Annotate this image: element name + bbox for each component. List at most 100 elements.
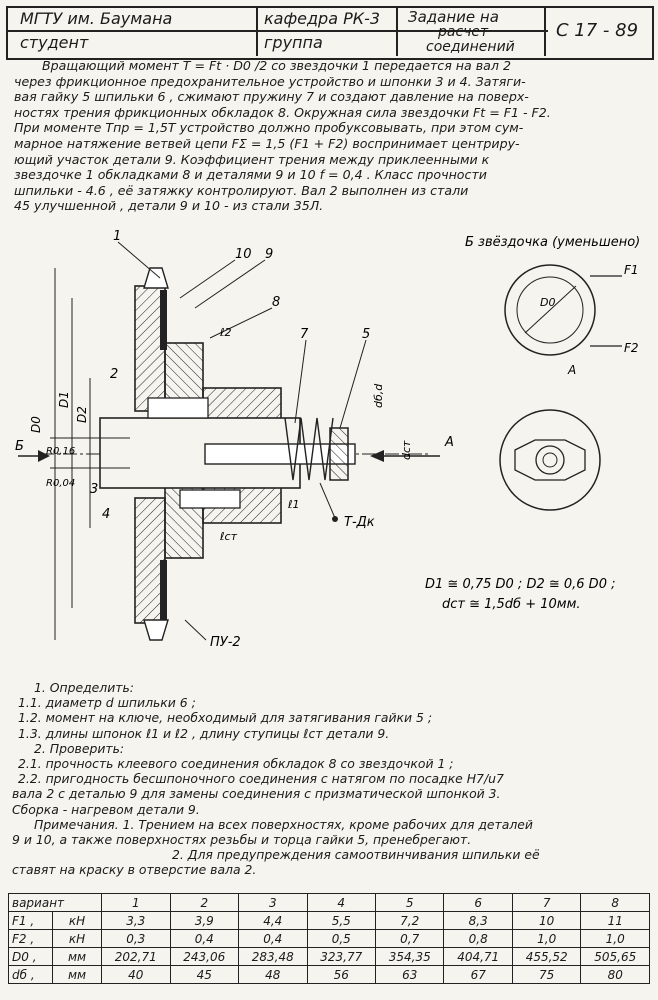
question: 1.3. длины шпонок ℓ1 и ℓ2 , длину ступиц… [18,725,390,741]
table-cell: 3,3 [101,911,171,930]
table-row: F1 , кН 3,3 3,9 4,4 5,5 7,2 8,3 10 11 [7,911,650,930]
label-part-1: 1 [113,229,121,244]
table-cell: 1,0 [580,929,650,948]
table-cell: 404,71 [443,947,513,966]
table-cell: 0,8 [443,929,513,948]
table-header-label: вариант [7,893,103,912]
task-line: вая гайку 5 шпильки 6 , сжимают пружину … [14,89,529,105]
label-d0: D0 [29,416,43,433]
table-row: D0 , мм 202,71 243,06 283,48 323,77 354,… [7,947,650,966]
table-cell: 0,5 [306,929,376,948]
leader-dot [332,516,338,522]
assembly-drawing: 1 10 9 8 7 5 2 3 4 dб,d dст A Б D0 D1 D2… [15,229,640,650]
row-label: D0 , [7,947,54,966]
task-line: ностях трения фрикционных обкладок 8. Ок… [14,104,551,120]
question: 1. Определить: [34,680,134,695]
variant-number: 6 [443,893,513,912]
friction-pad-8 [160,290,167,350]
note: 2. Для предупреждения самоотвинчивания ш… [172,847,540,863]
nut-5 [329,427,349,481]
leader-line [194,259,266,309]
sprocket-tooth [143,619,169,641]
stud-circle [535,445,565,475]
table-cell: 48 [238,965,308,984]
label-lst: ℓст [219,530,238,543]
formula-diameters: D1 ≅ 0,75 D0 ; D2 ≅ 0,6 D0 ; [425,577,615,592]
label-part-9: 9 [265,247,273,262]
student-field: студент [20,33,89,52]
variant-number: 5 [374,893,445,912]
note: Примечания. 1. Трением на всех поверхнос… [34,816,533,832]
table-cell: 8,3 [443,911,513,930]
label-tdk: Т-Дк [344,515,375,530]
task-line: звездочке 1 обкладками 8 и деталями 9 и … [14,167,487,183]
variant-number: 4 [306,893,376,912]
table-cell: 0,4 [169,929,240,948]
title-block-divider [544,8,546,56]
table-row: F2 , кН 0,3 0,4 0,4 0,5 0,7 0,8 1,0 1,0 [7,929,650,948]
task-line: При моменте Tпр = 1,5T устройство должно… [14,120,524,136]
table-cell: 7,2 [374,911,445,930]
nut-hexagon [514,439,586,481]
table-cell: 455,52 [511,947,582,966]
row-label: dб , [7,965,54,984]
label-dimension-d: dб,d [372,383,385,408]
table-row: dб , мм 40 45 48 56 63 67 75 80 [7,965,650,984]
sprocket-view-outer [504,264,596,356]
label-l1: ℓ1 [287,498,300,511]
table-cell: 56 [306,965,376,984]
label-part-2: 2 [110,367,118,382]
task-line: через фрикционное предохранительное устр… [14,73,526,89]
label-part-5: 5 [362,327,370,342]
department-field: кафедра РК-3 [264,9,381,28]
label-d0-view: D0 [540,296,555,309]
leader-line [339,339,367,429]
table-cell: 323,77 [306,947,376,966]
table-cell: 40 [101,965,171,984]
leader-line [184,619,207,641]
task-line: Вращающий момент T = Ft · D0 /2 со звезд… [42,58,511,73]
key-3 [147,397,209,419]
question: 1.1. диаметр d шпильки 6 ; [18,695,196,711]
leader-line [319,482,336,519]
label-part-4: 4 [102,507,110,522]
table-cell: 354,35 [374,947,445,966]
label-d2: D2 [75,406,89,423]
group-field: группа [264,33,323,52]
task-line: марное натяжение ветвей цепи FΣ = 1,5 (F… [14,135,520,151]
task-code: С 17 - 89 [556,20,639,41]
table-cell: 3,9 [169,911,240,930]
table-cell: 0,7 [374,929,445,948]
label-view-a-arrow: A [444,435,454,450]
label-f2: F2 [624,341,639,355]
table-header-row: вариант 1 2 3 4 5 6 7 8 [7,893,650,912]
task-title-line1: Задание на [408,8,499,26]
title-block: МГТУ им. Баумана студент кафедра РК-3 гр… [6,6,654,60]
key-4 [179,489,241,509]
table-cell: 283,48 [238,947,308,966]
university-name: МГТУ им. Баумана [20,9,173,28]
question: 2. Проверить: [34,740,125,756]
view-b-title: Б звёздочка (уменьшено) [465,235,640,250]
table-cell: 10 [511,911,582,930]
table-cell: 5,5 [306,911,376,930]
table-cell: 202,71 [101,947,171,966]
task-title-line2: расчет [438,24,489,40]
friction-pad-8 [160,560,167,620]
variant-number: 7 [511,893,582,912]
sprocket-view-inner [516,276,584,344]
row-unit: мм [52,965,103,984]
label-r016: R0,16 [46,446,75,457]
label-part-8: 8 [272,295,280,310]
table-cell: 11 [580,911,650,930]
table-cell: 63 [374,965,445,984]
task-description: Вращающий момент T = Ft · D0 /2 со звезд… [14,58,644,214]
leader-line [294,339,307,424]
table-cell: 1,0 [511,929,582,948]
row-unit: кН [52,911,103,930]
label-d1: D1 [57,391,71,408]
view-a-outer [499,409,601,511]
stud-6 [204,443,356,465]
stud-core [542,452,558,468]
table-cell: 75 [511,965,582,984]
